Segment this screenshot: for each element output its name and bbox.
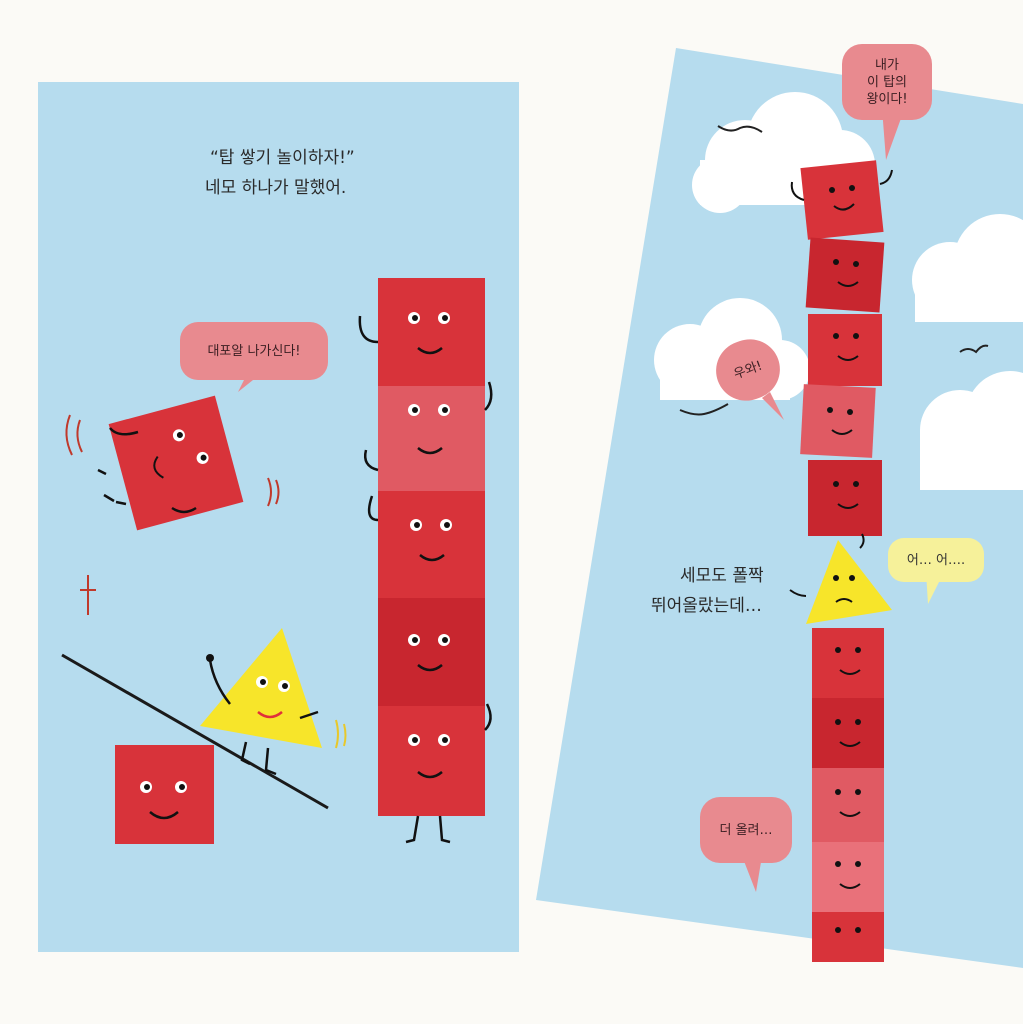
small-square [115, 745, 214, 844]
right-page-sky [536, 48, 1023, 968]
right-block-tower [790, 160, 893, 962]
ramp-plank [61, 653, 329, 810]
speech-bubble-uh-text: 어… 어…. [906, 552, 966, 568]
left-narration-line1: “탑 쌓기 놀이하자!” [210, 148, 355, 168]
left-narration-line2: 네모 하나가 말했어. [205, 178, 347, 198]
right-narration-line2: 뛰어올랐는데… [651, 596, 762, 616]
speech-bubble-king-text: 내가 이 탑의 왕이다! [866, 57, 908, 107]
left-block-tower [358, 278, 493, 844]
speech-bubble-wow-text: 우와! [731, 357, 765, 383]
triangle-on-ramp [200, 628, 322, 776]
speech-bubble-more-text: 더 올려… [719, 822, 773, 838]
speech-bubble-cannonball-text: 대포알 나가신다! [207, 343, 301, 359]
speech-bubble-uh: 어… 어…. [888, 538, 984, 582]
speech-bubble-king: 내가 이 탑의 왕이다! [842, 44, 932, 120]
motion-lines [65, 414, 83, 456]
jumping-square [108, 395, 244, 531]
birds [679, 125, 989, 416]
speech-bubble-cannonball: 대포알 나가신다! [180, 322, 328, 380]
triangle-on-tower [789, 533, 892, 624]
speech-bubble-more: 더 올려… [700, 797, 792, 863]
right-narration-line1: 세모도 폴짝 [680, 566, 764, 586]
